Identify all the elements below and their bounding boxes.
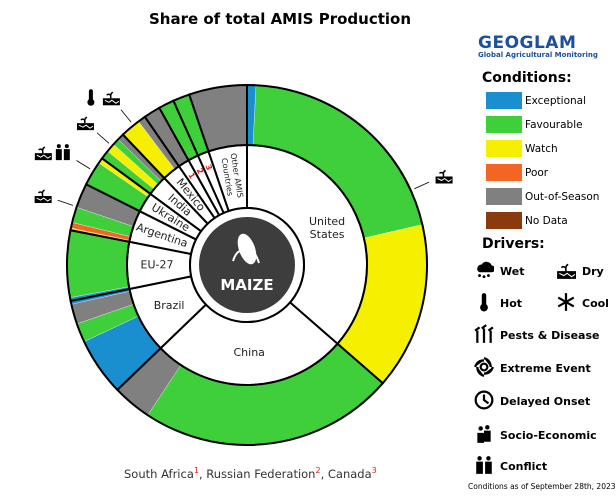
annotation-arrow bbox=[120, 109, 132, 123]
legend-item-favourable: Favourable bbox=[486, 116, 583, 133]
country-label-line: United bbox=[309, 215, 345, 228]
driver-label: Wet bbox=[500, 265, 525, 278]
driver-label: Extreme Event bbox=[500, 362, 591, 375]
dry-icon bbox=[556, 260, 582, 283]
hot-icon bbox=[474, 292, 500, 315]
legend-label: Exceptional bbox=[525, 94, 587, 107]
legend-item-poor: Poor bbox=[486, 164, 548, 181]
chart-title: Share of total AMIS Production bbox=[148, 10, 412, 28]
driver-dry: Dry bbox=[556, 260, 604, 283]
driver-hot: Hot bbox=[474, 292, 522, 315]
dry-icon bbox=[435, 169, 453, 184]
legend-swatch bbox=[486, 188, 522, 205]
legend-swatch bbox=[486, 92, 522, 109]
legend-swatch bbox=[486, 140, 522, 157]
driver-label: Hot bbox=[500, 297, 523, 310]
conflict-icon bbox=[474, 455, 500, 478]
geoglam-logo: GEOGLAM Global Agricultural Monitoring bbox=[478, 33, 616, 59]
country-label: 3 bbox=[203, 163, 213, 171]
legend-swatch bbox=[486, 164, 522, 181]
annotation-arrow bbox=[414, 181, 430, 190]
wet-icon bbox=[474, 260, 500, 283]
country-label: China bbox=[234, 346, 265, 359]
country-label: Brazil bbox=[154, 299, 185, 312]
footnote-country-key: South Africa1, Russian Federation2, Cana… bbox=[124, 466, 377, 481]
footnote-2: , Russian Federation2 bbox=[198, 466, 321, 481]
legend-label: Out-of-Season bbox=[525, 190, 600, 203]
logo-tagline: Global Agricultural Monitoring bbox=[478, 51, 598, 59]
conditions-title: Conditions: bbox=[482, 70, 572, 86]
legend-item-no-data: No Data bbox=[486, 212, 568, 229]
delayed-onset-icon bbox=[474, 390, 500, 413]
country-outline bbox=[187, 83, 248, 153]
annotation-arrow bbox=[57, 199, 74, 206]
legend-swatch bbox=[486, 212, 522, 229]
hot-icon bbox=[87, 89, 95, 106]
driver-label: Cool bbox=[582, 297, 609, 310]
legend-item-watch: Watch bbox=[486, 140, 558, 157]
driver-delayed-onset: Delayed Onset bbox=[474, 390, 590, 413]
driver-label: Pests & Disease bbox=[500, 329, 600, 342]
footnote-3: , Canada3 bbox=[320, 466, 377, 481]
dry-icon bbox=[76, 116, 94, 131]
country-label-line: States bbox=[310, 228, 345, 241]
driver-conflict: Conflict bbox=[474, 455, 547, 478]
country-label: EU-27 bbox=[140, 258, 173, 271]
drivers-title: Drivers: bbox=[482, 236, 545, 252]
driver-label: Dry bbox=[582, 265, 604, 278]
legend-label: Watch bbox=[525, 142, 558, 155]
logo-name: GEOGLAM bbox=[478, 33, 577, 53]
country-label: 2 bbox=[195, 167, 206, 176]
center-disc bbox=[199, 217, 295, 313]
dry-icon bbox=[34, 146, 52, 161]
driver-extreme-event: Extreme Event bbox=[474, 357, 591, 380]
driver-label: Socio-Economic bbox=[500, 429, 597, 442]
country-outline bbox=[115, 342, 385, 446]
extreme-event-icon bbox=[474, 357, 500, 380]
legend-label: Poor bbox=[525, 166, 549, 179]
country-outline bbox=[246, 83, 428, 385]
pests-icon bbox=[474, 324, 500, 347]
driver-label: Conflict bbox=[500, 460, 548, 473]
annotation-arrow bbox=[76, 160, 91, 170]
dry-icon bbox=[102, 91, 120, 106]
socio-economic-icon bbox=[474, 424, 500, 447]
driver-pests: Pests & Disease bbox=[474, 324, 599, 347]
conditions-date: Conditions as of September 28th, 2023 bbox=[468, 482, 616, 491]
legend-item-out-of-season: Out-of-Season bbox=[486, 188, 599, 205]
annotation-arrow bbox=[96, 132, 110, 144]
legend-label: No Data bbox=[525, 214, 568, 227]
legend-item-exceptional: Exceptional bbox=[486, 92, 586, 109]
driver-socio-economic: Socio-Economic bbox=[474, 424, 597, 447]
legend-label: Favourable bbox=[525, 118, 583, 131]
legend-swatch bbox=[486, 116, 522, 133]
cool-icon bbox=[556, 292, 582, 315]
conflict-icon bbox=[55, 144, 70, 161]
driver-label: Delayed Onset bbox=[500, 395, 591, 408]
driver-cool: Cool bbox=[556, 292, 609, 315]
maize-icon bbox=[232, 233, 260, 265]
footnote-1: South Africa1 bbox=[124, 466, 199, 481]
dry-icon bbox=[34, 189, 52, 204]
driver-wet: Wet bbox=[474, 260, 524, 283]
country-label: 1 bbox=[186, 171, 197, 181]
center-label: MAIZE bbox=[220, 276, 273, 294]
